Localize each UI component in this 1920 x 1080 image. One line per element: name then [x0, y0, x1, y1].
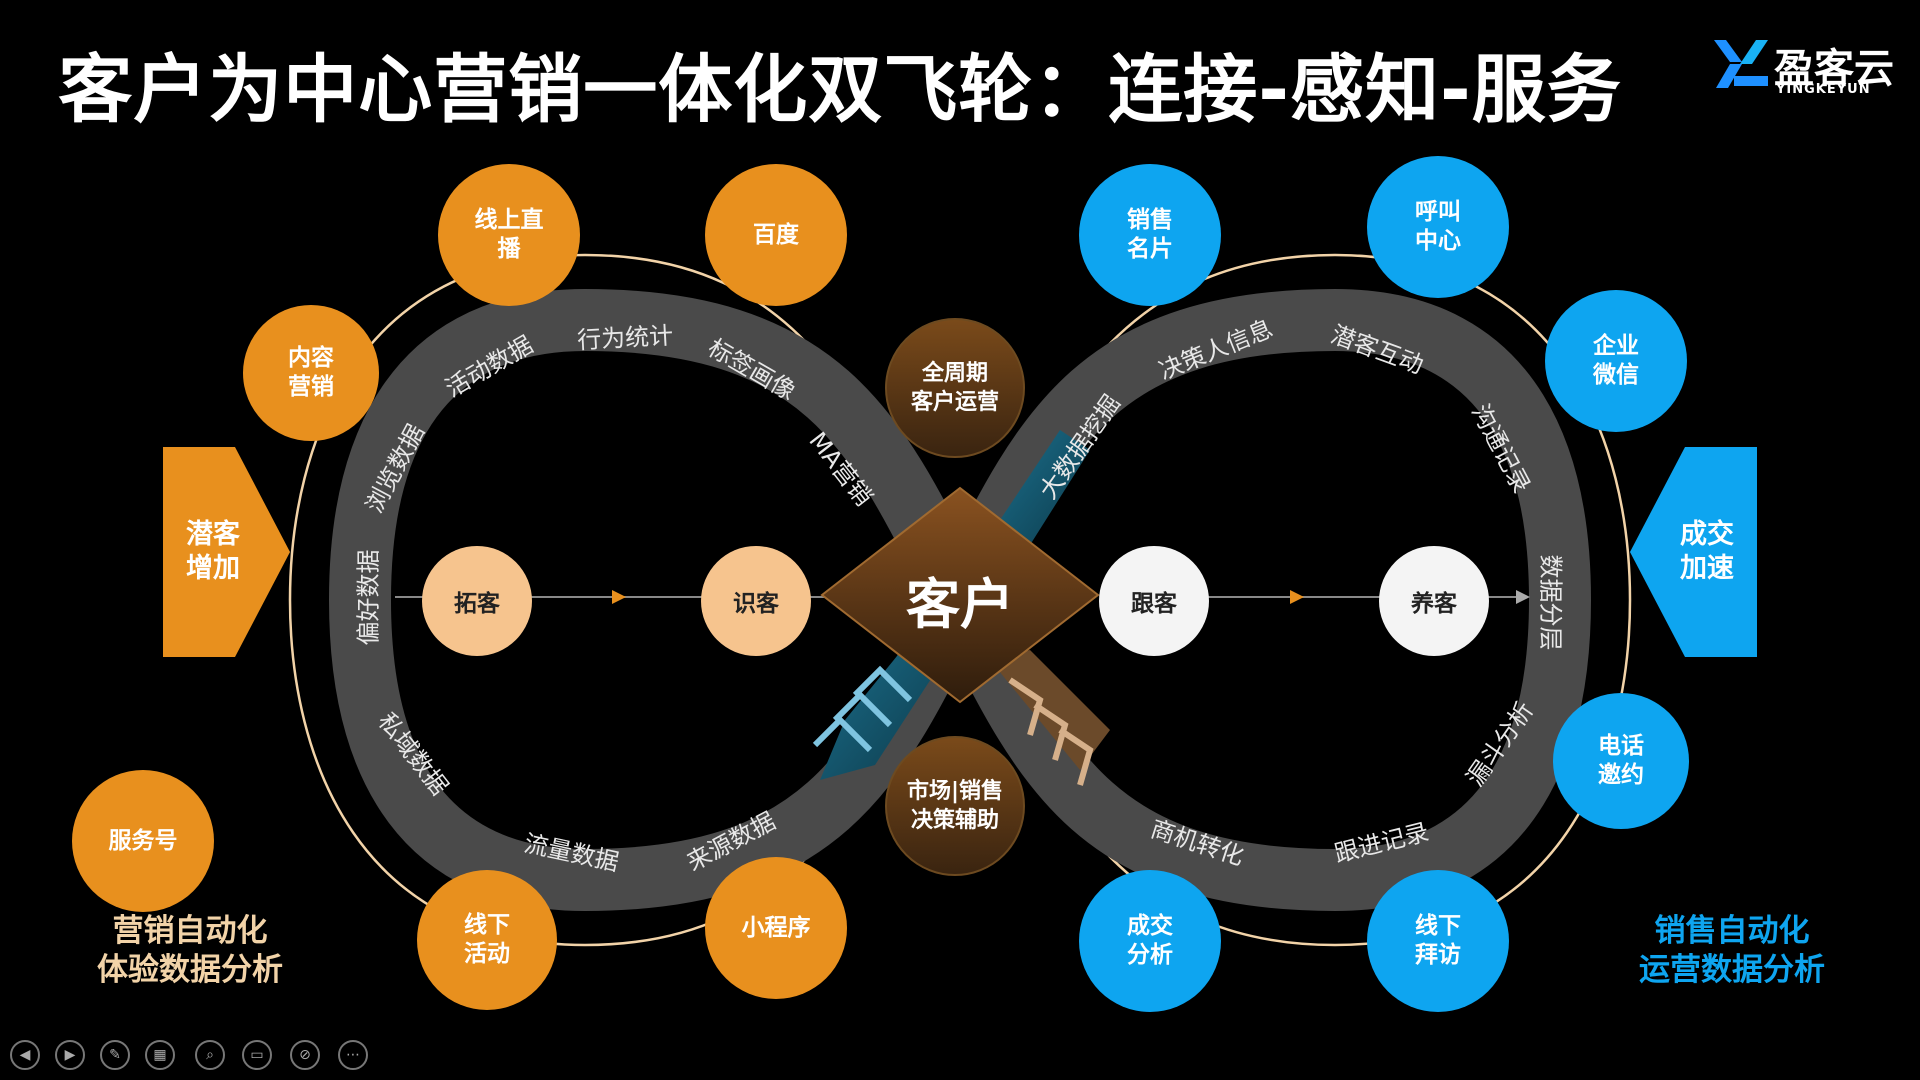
right-side-arrow-shape — [1630, 447, 1757, 657]
bubble-call-center: 呼叫 中心 — [1367, 156, 1509, 298]
teal-cross-lower — [820, 640, 940, 780]
bubble-service-account: 服务号 — [72, 770, 214, 912]
node-nurture: 养客 — [1379, 546, 1489, 656]
right-flow-end-arrow-icon — [1516, 590, 1530, 604]
prev-icon[interactable]: ◀ — [10, 1040, 40, 1070]
chevrons-right — [1008, 677, 1094, 786]
bubble-decision-support: 市场|销售 决策辅助 — [885, 736, 1025, 876]
zoom-icon[interactable]: ⌕ — [195, 1040, 225, 1070]
logo-name: 盈客云 — [1774, 46, 1894, 92]
page-title: 客户为中心营销一体化双飞轮：连接-感知-服务 — [58, 47, 1622, 133]
bubble-sales-card: 销售 名片 — [1079, 164, 1221, 306]
node-follow: 跟客 — [1099, 546, 1209, 656]
node-identify: 识客 — [701, 546, 811, 656]
bubble-offline-events: 线下 活动 — [417, 870, 557, 1010]
left-band — [328, 288, 988, 912]
logo-mark-icon — [1714, 40, 1768, 88]
chevrons-left — [812, 665, 913, 753]
bubble-baidu: 百度 — [705, 164, 847, 306]
bubble-phone-invite: 电话 邀约 — [1553, 693, 1689, 829]
bubble-mini-program: 小程序 — [705, 857, 847, 999]
bubble-offline-visit: 线下 拜访 — [1367, 870, 1509, 1012]
bubble-content-marketing: 内容 营销 — [243, 305, 379, 441]
left-flow-arrow-icon — [612, 590, 626, 604]
bubble-live-streaming: 线上直 播 — [438, 164, 580, 306]
right-side-label: 成交 加速 — [1680, 519, 1734, 584]
left-footer: 营销自动化 体验数据分析 — [97, 913, 283, 988]
pen-icon[interactable]: ✎ — [100, 1040, 130, 1070]
logo-subtitle: YINGKEYUN — [1776, 82, 1871, 97]
right-footer: 销售自动化 运营数据分析 — [1639, 913, 1825, 988]
ring-label-preference-data: 偏好数据 — [354, 549, 383, 646]
bubble-deal-analysis: 成交 分析 — [1079, 870, 1221, 1012]
left-side-arrow-shape — [163, 447, 290, 657]
right-band — [932, 288, 1592, 912]
subtitle-icon[interactable]: ▭ — [242, 1040, 272, 1070]
teal-cross-upper — [1000, 430, 1090, 545]
right-flow-arrow-icon — [1290, 590, 1304, 604]
bubble-full-cycle-operation: 全周期 客户运营 — [885, 318, 1025, 458]
center-label: 客户 — [906, 573, 1014, 636]
next-icon[interactable]: ▶ — [55, 1040, 85, 1070]
camera-off-icon[interactable]: ⊘ — [290, 1040, 320, 1070]
ring-label-data-tiering: 数据分层 — [1536, 554, 1565, 651]
center-diamond — [820, 486, 1100, 704]
left-side-label: 潜客 增加 — [186, 519, 240, 584]
more-icon[interactable]: ⋯ — [338, 1040, 368, 1070]
slides-icon[interactable]: ▦ — [145, 1040, 175, 1070]
node-acquire: 拓客 — [422, 546, 532, 656]
ring-label-behavior-stats: 行为统计 — [576, 321, 674, 355]
bubble-wecom: 企业 微信 — [1545, 290, 1687, 432]
brand-logo: 盈客云 YINGKEYUN — [1712, 34, 1902, 98]
